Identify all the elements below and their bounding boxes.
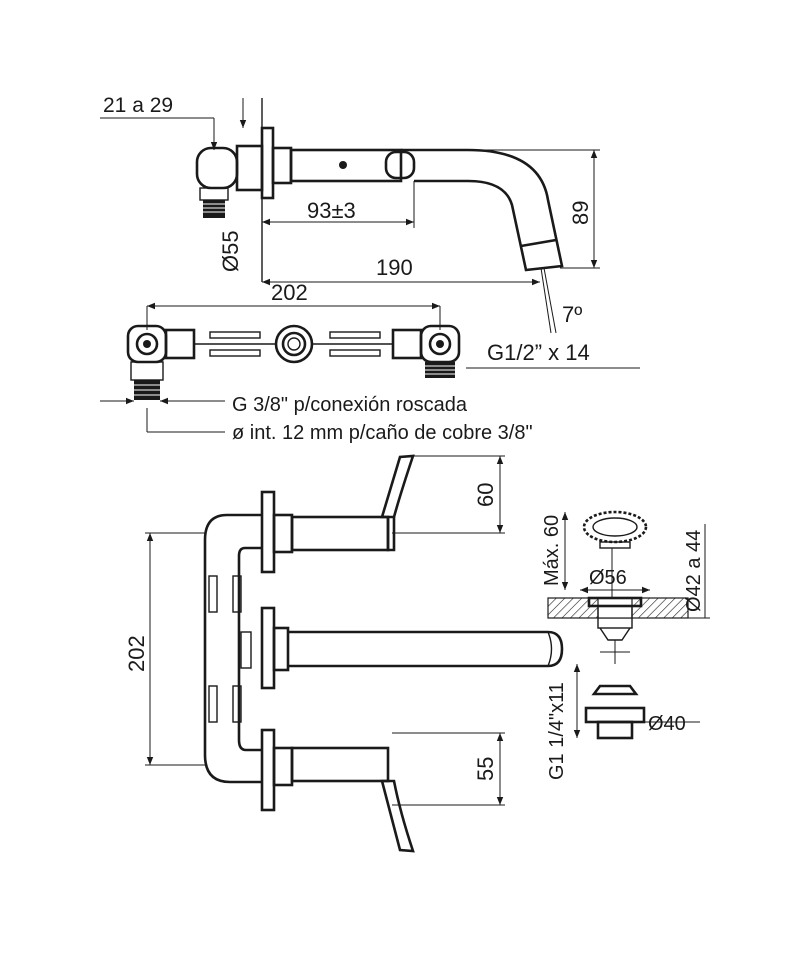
rail-right-bottom: [329, 349, 381, 357]
right-arm: [391, 328, 423, 360]
label-copper-pipe: ø int. 12 mm p/caño de cobre 3/8": [232, 422, 533, 444]
drain-body: [597, 605, 633, 629]
label-connection-thread: G 3/8" p/conexión roscada: [232, 394, 468, 416]
label-diameter-42-44: Ø42 a 44: [683, 530, 705, 612]
center-body: [272, 626, 290, 672]
rough-in-frame-inner: [237, 546, 262, 752]
label-spout-depth: 93±3: [307, 198, 356, 223]
aerator-line: [520, 238, 557, 248]
front-view: 202 60 55: [124, 454, 564, 853]
label-center-distance-top: 202: [271, 280, 308, 305]
spout: [401, 148, 564, 272]
top-handle-shaft: [290, 515, 390, 552]
rear-nut: [199, 187, 229, 201]
bottom-handle-shaft: [290, 746, 390, 783]
rail-right-top: [329, 331, 381, 339]
center-escutcheon: [260, 606, 276, 690]
valve-body: [271, 146, 293, 185]
drain-detail: Máx. 60 Ø56 Ø42 a 44 G1 1/4"x11 Ø40: [541, 510, 710, 780]
right-thread: [425, 362, 455, 378]
set-screw: [339, 161, 347, 169]
bottom-valve-body: [272, 746, 294, 787]
label-center-distance-front: 202: [124, 635, 149, 672]
left-arm: [164, 328, 196, 360]
lock-nut: [591, 684, 639, 696]
top-escutcheon: [260, 490, 276, 574]
bottom-escutcheon: [260, 728, 276, 812]
top-view-rough-in: 202: [100, 280, 533, 444]
label-height-55: 55: [473, 757, 498, 781]
label-angle: 7º: [562, 302, 582, 327]
top-valve-body: [272, 513, 294, 554]
spout-base: [289, 148, 403, 183]
rear-connector: [235, 144, 264, 192]
left-thread: [130, 361, 164, 400]
left-connector-bore: [135, 332, 159, 356]
drain-tail: [596, 720, 634, 740]
drain-washer: [584, 706, 646, 724]
label-wall-range: 21 a 29: [103, 94, 173, 117]
angle-line-2: [543, 267, 557, 334]
angle-line-1: [540, 267, 552, 334]
front-spout: [288, 630, 564, 668]
label-height-60: 60: [473, 483, 498, 507]
rail-left-bottom: [209, 349, 261, 357]
handle: [384, 150, 416, 180]
rough-in-frame-outer: [203, 513, 262, 784]
label-max-60: Máx. 60: [541, 515, 563, 586]
rail-left-top: [209, 331, 261, 339]
bottom-handle-lever: [380, 779, 415, 853]
right-connector-bore: [428, 332, 452, 356]
rear-thread: [203, 200, 225, 218]
label-total-length: 190: [376, 255, 413, 280]
center-bore: [281, 331, 307, 357]
label-height-89: 89: [568, 201, 593, 225]
side-view: 21 a 29 93±3 Ø55 190 89 7º G1/2” x 14: [100, 94, 640, 369]
wall-plate: [260, 126, 275, 200]
label-drain-thread: G1 1/4"x11: [546, 682, 568, 780]
center-body: [274, 324, 314, 364]
label-diameter-55: Ø55: [218, 230, 243, 272]
label-diameter-56: Ø56: [589, 567, 627, 589]
label-inlet-thread: G1/2” x 14: [487, 340, 590, 365]
label-diameter-40: Ø40: [648, 713, 686, 735]
rear-elbow: [195, 146, 239, 190]
top-handle-lever: [380, 454, 415, 519]
